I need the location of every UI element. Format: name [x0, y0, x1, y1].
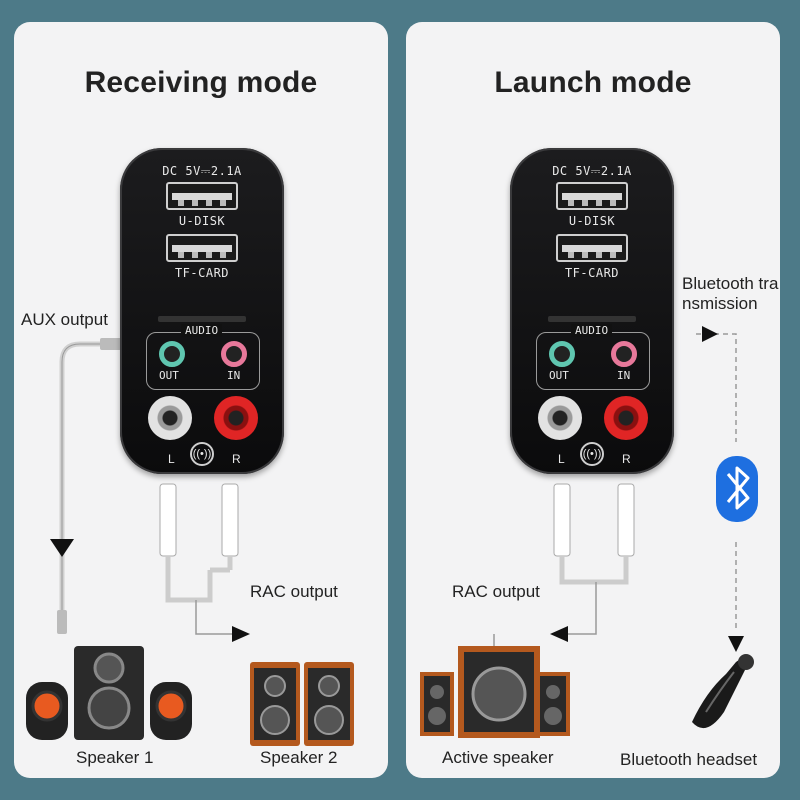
bluetooth-adapter-device: DC 5V⎓2.1A U-DISK TF-CARD AUDIO OUT IN L…	[510, 148, 674, 474]
rac-arrow-right	[232, 626, 250, 642]
bluetooth-icon	[716, 456, 758, 522]
rac-output-label: RAC output	[452, 582, 540, 601]
out-label: OUT	[159, 369, 179, 382]
rca-r-label: R	[232, 452, 241, 466]
rac-arrow-left	[550, 626, 568, 642]
audio-jack-group: AUDIO OUT IN	[146, 324, 260, 390]
receiving-wiring-diagram	[26, 338, 354, 746]
udisk-port	[556, 182, 628, 210]
tf-card-slot	[548, 316, 636, 322]
launch-mode-title: Launch mode	[494, 66, 692, 99]
aux-plug-top	[100, 338, 122, 350]
tfcard-port	[556, 234, 628, 262]
udisk-label: U-DISK	[178, 214, 226, 228]
audio-in-jack	[611, 341, 637, 367]
receiving-mode-title: Receiving mode	[84, 66, 318, 99]
bluetooth-button-icon: ((•))	[190, 442, 214, 466]
launch-mode-panel: Launch mode	[406, 22, 780, 778]
rca-plug-left	[553, 483, 571, 557]
audio-in-jack	[221, 341, 247, 367]
bt-arrow-right	[702, 326, 718, 342]
active-speaker-image	[420, 646, 570, 738]
speaker-1-label: Speaker 1	[76, 748, 154, 767]
bluetooth-headset-image	[692, 654, 754, 729]
bluetooth-headset-label: Bluetooth headset	[620, 750, 758, 769]
aux-arrow-down	[50, 539, 74, 557]
rca-r-label: R	[622, 452, 631, 466]
audio-jack-group: AUDIO OUT IN	[536, 324, 650, 390]
audio-out-jack	[549, 341, 575, 367]
rca-plug-right	[221, 483, 239, 557]
tf-card-slot	[158, 316, 246, 322]
udisk-label: U-DISK	[568, 214, 616, 228]
tfcard-label: TF-CARD	[564, 266, 620, 280]
rca-l-label: L	[168, 452, 175, 466]
dc-power-label: DC 5V⎓2.1A	[162, 164, 242, 178]
active-speaker-label: Active speaker	[442, 748, 554, 767]
tfcard-port	[166, 234, 238, 262]
receiving-mode-panel: Receiving mode	[14, 22, 388, 778]
audio-label: AUDIO	[571, 324, 613, 337]
rca-l-label: L	[558, 452, 565, 466]
rac-output-label: RAC output	[250, 582, 338, 601]
audio-out-jack	[159, 341, 185, 367]
rca-left-jack	[148, 396, 192, 440]
in-label: IN	[617, 369, 631, 382]
rca-plug-left	[159, 483, 177, 557]
rca-left-jack	[538, 396, 582, 440]
udisk-port	[166, 182, 238, 210]
rca-right-jack	[214, 396, 258, 440]
bt-transmission-label-line1: Bluetooth tra	[682, 274, 779, 293]
speaker-2-image	[250, 662, 354, 746]
speaker-1-image	[26, 646, 192, 740]
rca-right-jack	[604, 396, 648, 440]
aux-plug-bottom	[57, 610, 67, 634]
tfcard-label: TF-CARD	[174, 266, 230, 280]
in-label: IN	[227, 369, 241, 382]
audio-label: AUDIO	[181, 324, 223, 337]
bluetooth-button-icon: ((•))	[580, 442, 604, 466]
speaker-2-label: Speaker 2	[260, 748, 338, 767]
dc-power-label: DC 5V⎓2.1A	[552, 164, 632, 178]
bluetooth-adapter-device: DC 5V⎓2.1A U-DISK TF-CARD AUDIO OUT IN L…	[120, 148, 284, 474]
bt-arrow-down	[728, 636, 744, 652]
out-label: OUT	[549, 369, 569, 382]
bt-transmission-label-line2: nsmission	[682, 294, 758, 313]
rca-plug-right	[617, 483, 635, 557]
launch-wiring-diagram	[420, 326, 758, 738]
aux-output-label: AUX output	[21, 310, 108, 329]
